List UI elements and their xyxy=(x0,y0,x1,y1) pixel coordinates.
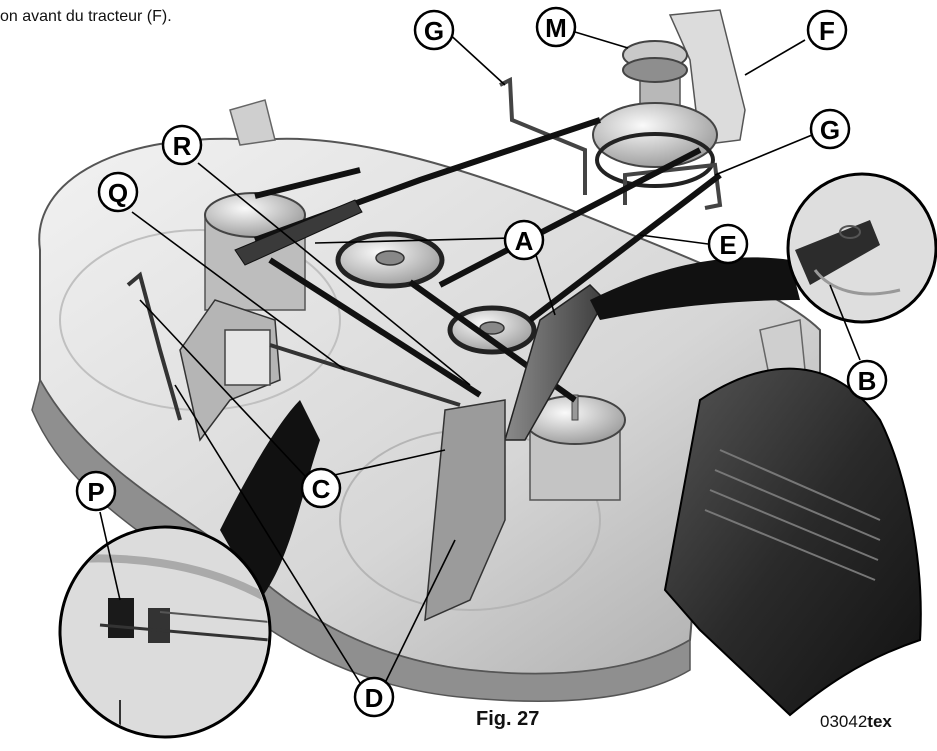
height-adjust-rod xyxy=(126,271,461,421)
discharge-chute xyxy=(663,367,922,717)
image-code-suffix: tex xyxy=(867,712,892,731)
idler-arm xyxy=(234,199,606,441)
leader-lines xyxy=(99,29,861,684)
belt-guide-right xyxy=(623,162,723,210)
callout-f: F xyxy=(806,9,848,51)
callout-d: D xyxy=(353,676,395,718)
callout-q: Q xyxy=(97,171,139,213)
front-bracket xyxy=(179,299,281,442)
svg-text:Q: Q xyxy=(108,178,128,208)
svg-text:M: M xyxy=(545,13,567,43)
callout-e: E xyxy=(707,223,749,265)
callout-m: M xyxy=(535,6,577,48)
image-code-prefix: 03042 xyxy=(820,712,868,731)
callout-b: B xyxy=(846,359,888,401)
idler-pulley xyxy=(447,305,537,355)
svg-text:P: P xyxy=(87,477,104,507)
callout-a: A xyxy=(503,219,545,261)
svg-text:C: C xyxy=(312,474,331,504)
callout-c: C xyxy=(300,467,342,509)
figure-label: Fig. 27 xyxy=(476,708,540,730)
callout-g-left: G xyxy=(413,9,455,51)
svg-text:A: A xyxy=(515,226,534,256)
center-spindle-pulley xyxy=(335,231,445,289)
image-code: 03042tex xyxy=(820,712,892,732)
svg-text:E: E xyxy=(719,230,736,260)
detail-magnifier-p xyxy=(58,400,320,739)
rear-bracket xyxy=(424,399,506,622)
svg-text:B: B xyxy=(858,366,877,396)
detail-magnifier-b xyxy=(590,172,937,324)
svg-text:R: R xyxy=(173,131,192,161)
svg-text:G: G xyxy=(424,16,444,46)
caption-text: on avant du tracteur (F). xyxy=(0,8,172,25)
svg-text:D: D xyxy=(365,683,384,713)
belt-guide-top xyxy=(499,76,587,195)
callout-p: P xyxy=(75,470,117,512)
svg-text:F: F xyxy=(819,16,835,46)
callout-r: R xyxy=(161,124,203,166)
svg-text:G: G xyxy=(820,115,840,145)
callout-g-right: G xyxy=(809,108,851,150)
engine-pulley-assembly xyxy=(592,9,746,188)
